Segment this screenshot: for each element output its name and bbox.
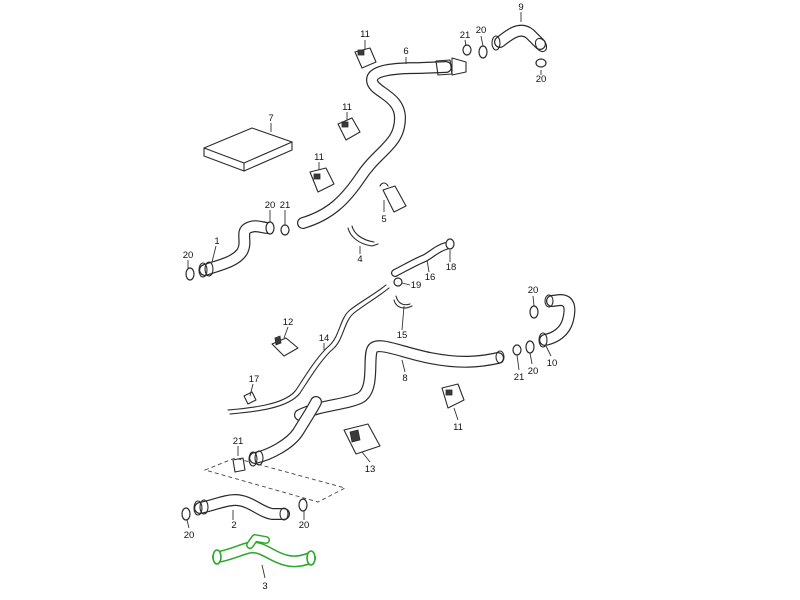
part-11-bracket-d[interactable] <box>441 383 465 409</box>
callout-12: 12 <box>283 317 294 328</box>
part-11-bracket-a[interactable] <box>354 47 377 69</box>
part-11-bracket-b[interactable] <box>337 117 361 141</box>
callout-11: 11 <box>360 29 370 40</box>
part-4-clip[interactable] <box>347 225 379 247</box>
callout-11: 11 <box>314 152 324 163</box>
assembly-dashed-outline <box>203 457 347 503</box>
part-20-seal-ring[interactable] <box>185 267 195 281</box>
callout-10: 10 <box>547 358 558 369</box>
callout-3: 3 <box>262 581 267 592</box>
part-10-hose[interactable] <box>538 294 576 348</box>
callout-8: 8 <box>402 373 407 384</box>
part-21-clamp[interactable] <box>512 344 522 356</box>
callout-20: 20 <box>299 520 310 531</box>
part-20-seal-ring[interactable] <box>265 221 275 235</box>
callout-19: 19 <box>411 280 422 291</box>
part-19-connector[interactable] <box>393 277 403 287</box>
callout-6: 6 <box>403 46 408 57</box>
callout-21: 21 <box>514 372 525 383</box>
part-2-hose[interactable] <box>193 494 290 521</box>
part-5-bracket[interactable] <box>379 182 407 213</box>
part-21-clamp[interactable] <box>462 44 472 56</box>
part-15-clamp[interactable] <box>393 295 413 309</box>
callout-16: 16 <box>425 272 436 283</box>
callout-5: 5 <box>381 214 386 225</box>
callout-20: 20 <box>536 74 547 85</box>
part-3-hose-highlighted[interactable] <box>212 534 316 568</box>
part-8-lower-coolant-pipe[interactable] <box>248 340 505 467</box>
callout-7: 7 <box>268 113 273 124</box>
part-11-bracket-c[interactable] <box>309 167 335 193</box>
part-18-clamp[interactable] <box>445 238 455 250</box>
callout-21: 21 <box>460 30 471 41</box>
part-13-bracket[interactable] <box>343 423 381 455</box>
callout-2: 2 <box>231 520 236 531</box>
callout-11: 11 <box>342 102 352 113</box>
leader-lines <box>186 12 552 579</box>
callout-4: 4 <box>357 254 362 265</box>
callout-20: 20 <box>528 285 539 296</box>
part-9-elbow-hose[interactable] <box>491 24 549 54</box>
callout-18: 18 <box>446 262 457 273</box>
part-6-upper-coolant-pipe[interactable] <box>297 57 467 229</box>
callout-17: 17 <box>249 374 260 385</box>
part-12-bracket[interactable] <box>271 335 299 357</box>
part-14-thin-pipe[interactable] <box>227 284 390 415</box>
part-20-seal-ring[interactable] <box>181 507 191 521</box>
part-20-seal-ring[interactable] <box>535 58 547 68</box>
part-20-seal-ring[interactable] <box>529 305 539 319</box>
callout-20: 20 <box>184 530 195 541</box>
part-16-small-hose[interactable] <box>391 242 450 277</box>
callout-20: 20 <box>265 200 276 211</box>
callout-14: 14 <box>319 333 330 344</box>
callout-21: 21 <box>233 436 244 447</box>
part-1-hose[interactable] <box>198 220 274 278</box>
part-21-clamp[interactable] <box>280 224 290 236</box>
callout-15: 15 <box>397 330 408 341</box>
part-20-seal-ring[interactable] <box>525 340 535 354</box>
part-20-seal-ring[interactable] <box>298 498 308 512</box>
callout-13: 13 <box>365 464 376 475</box>
callout-20: 20 <box>183 250 194 261</box>
callout-21: 21 <box>280 200 291 211</box>
part-17-clip[interactable] <box>243 391 257 405</box>
callout-1: 1 <box>214 236 219 247</box>
callout-9: 9 <box>518 2 523 13</box>
part-21-clamp[interactable] <box>232 457 246 473</box>
callout-11: 11 <box>453 422 463 433</box>
callout-20: 20 <box>476 25 487 36</box>
part-7-filter-pad[interactable] <box>203 127 293 172</box>
part-20-seal-ring[interactable] <box>478 45 488 59</box>
callout-labels: 11 6 21 20 9 20 11 7 11 20 21 5 1 20 4 1… <box>183 2 558 592</box>
callout-20: 20 <box>528 366 539 377</box>
